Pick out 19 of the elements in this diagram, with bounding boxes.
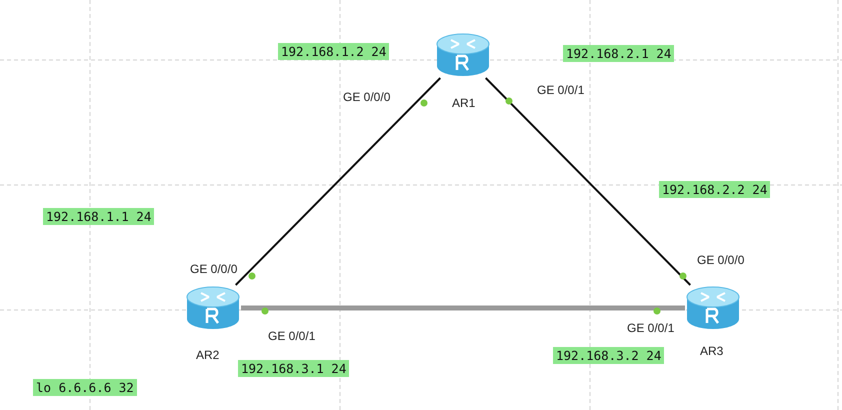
port-label: GE 0/0/1	[537, 83, 584, 97]
router-name: AR1	[452, 96, 476, 110]
ip-address-label: lo 6.6.6.6 32	[33, 379, 137, 396]
router-name: AR3	[700, 344, 724, 358]
ip-address-label: 192.168.3.2 24	[553, 347, 664, 364]
port-label: GE 0/0/1	[268, 329, 316, 343]
ip-address-label: 192.168.3.1 24	[238, 360, 350, 377]
ip-address-label: 192.168.1.2 24	[278, 43, 390, 60]
ip-address-label: 192.168.2.2 24	[659, 181, 770, 198]
port-label: GE 0/0/1	[627, 321, 674, 335]
ip-address-label: 192.168.1.1 24	[43, 208, 154, 225]
link-line	[485, 77, 691, 286]
port-label: GE 0/0/0	[697, 253, 744, 267]
port-label: GE 0/0/0	[190, 262, 238, 276]
ip-address-label: 192.168.2.1 24	[563, 45, 674, 62]
port-label: GE 0/0/0	[343, 90, 390, 104]
link-line	[235, 77, 441, 286]
link-line	[241, 306, 685, 310]
router-name: AR2	[196, 348, 220, 362]
